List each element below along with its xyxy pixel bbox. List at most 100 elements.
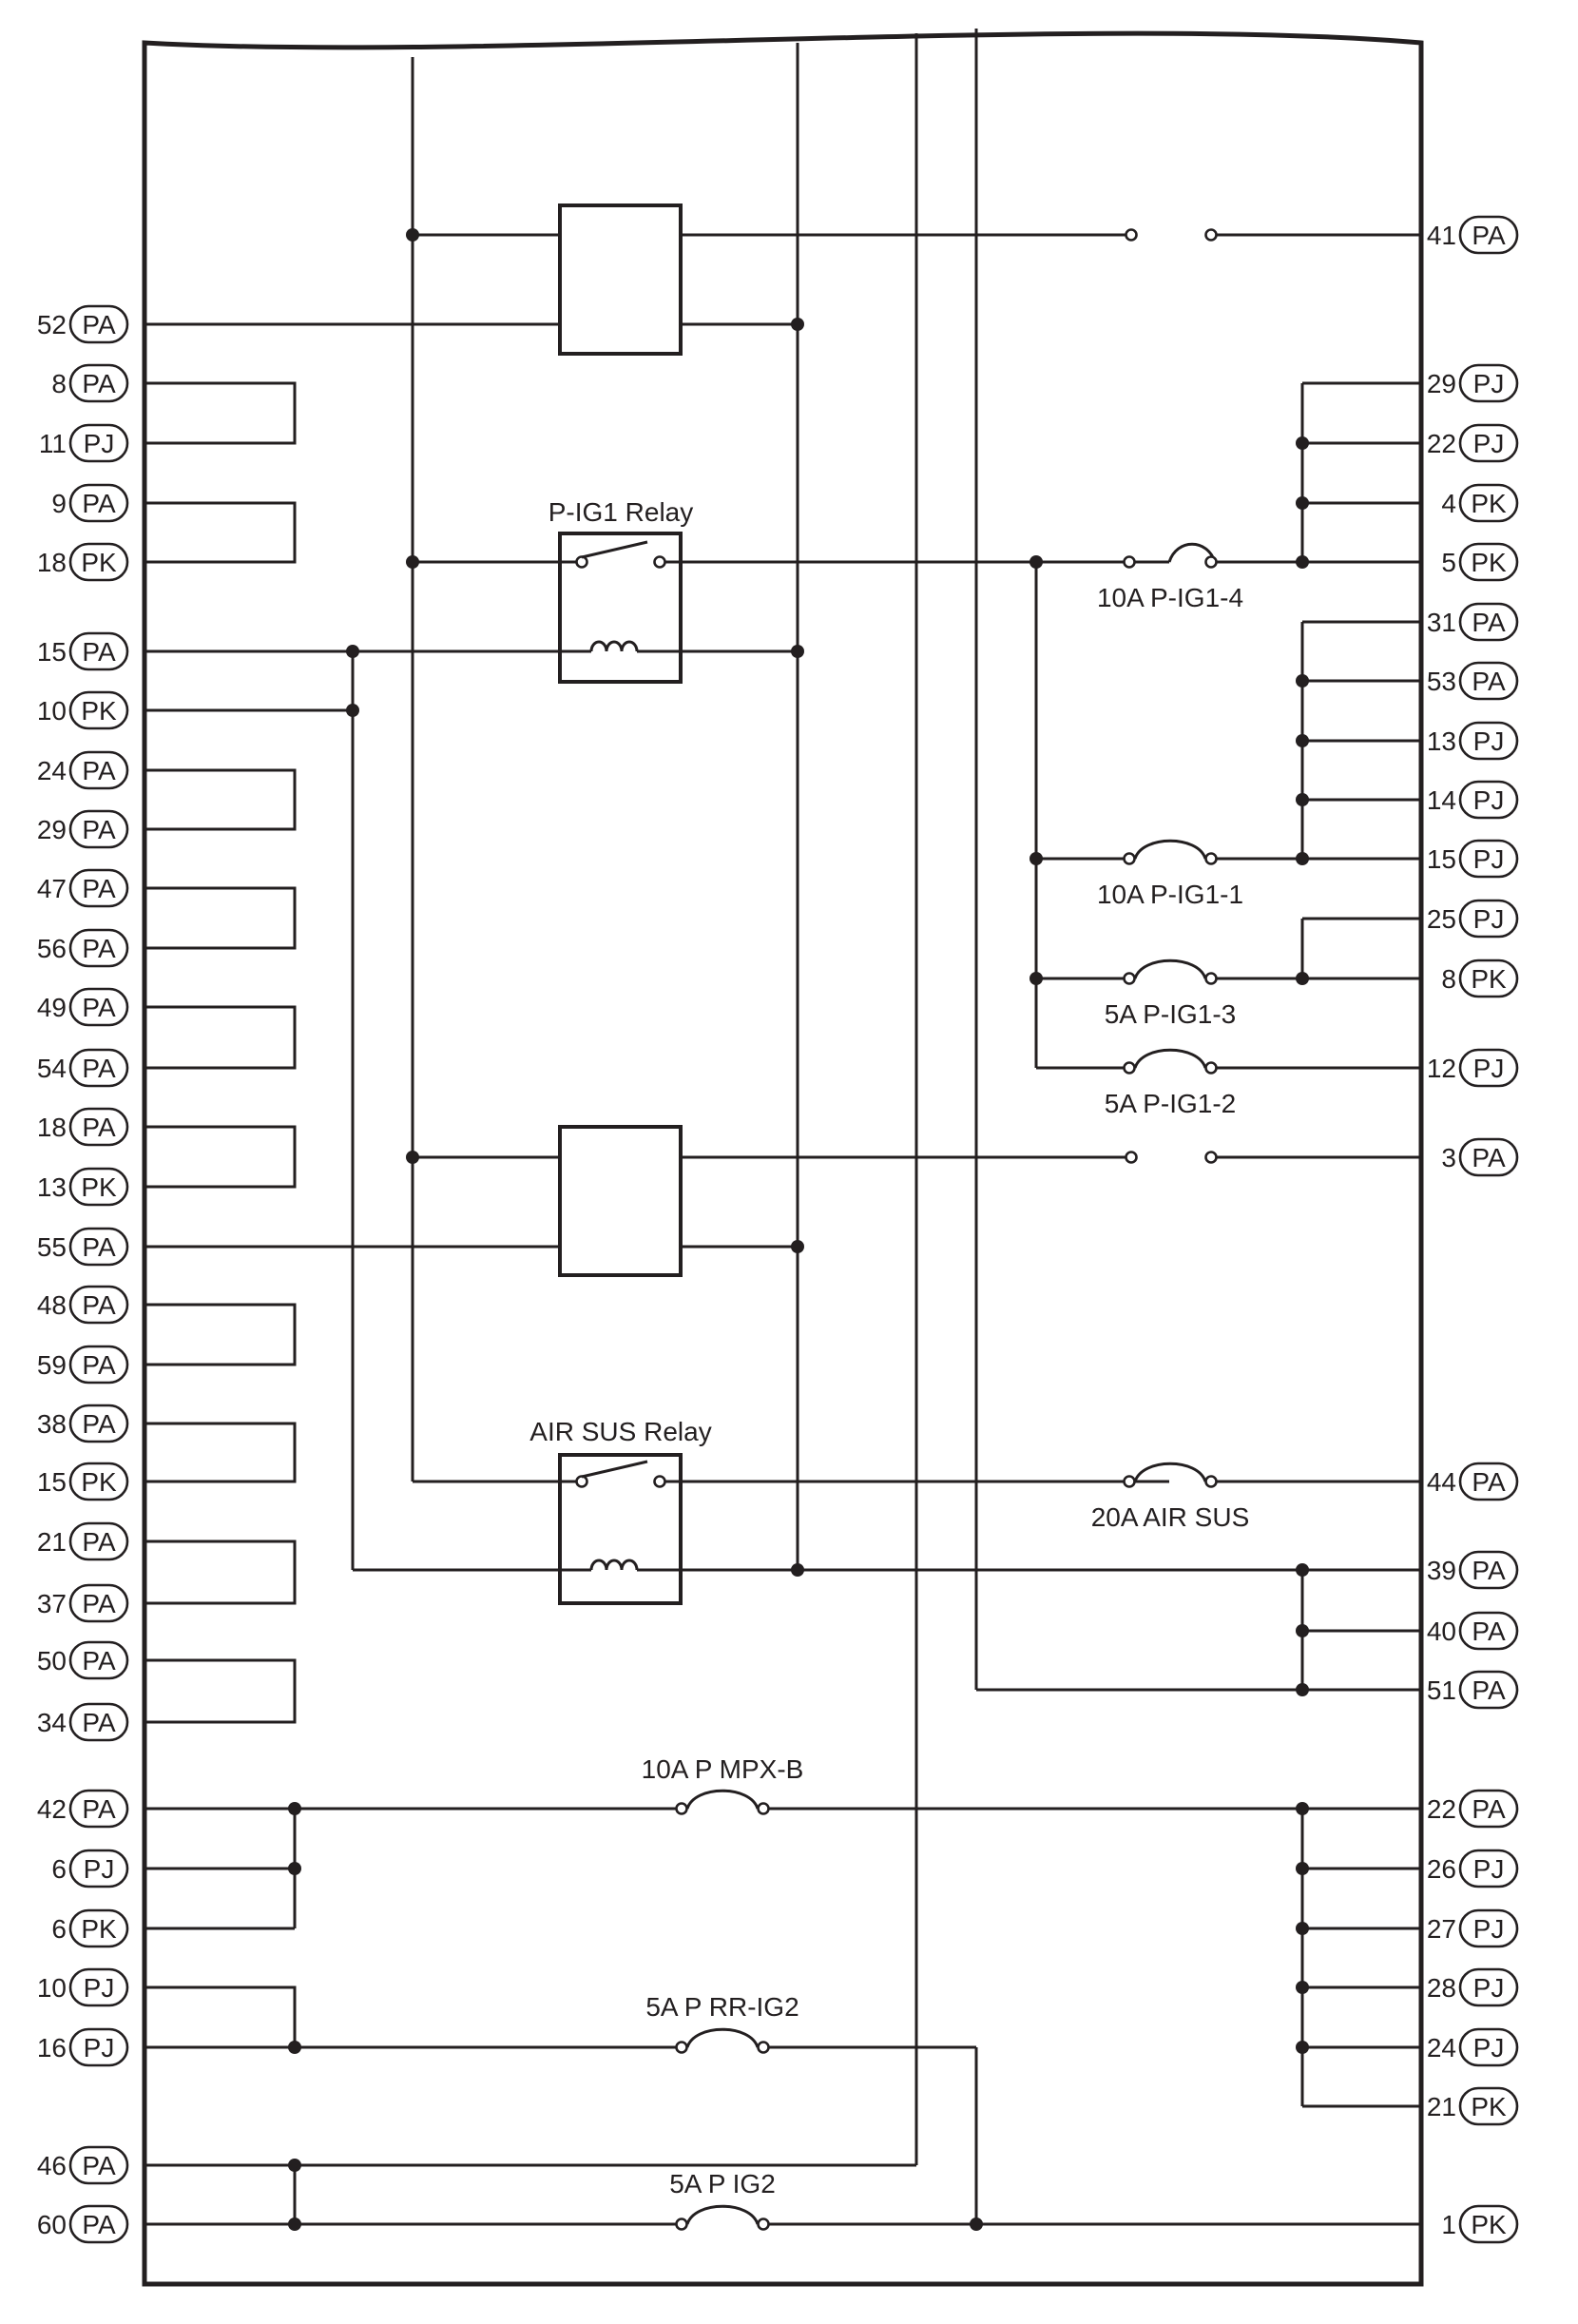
left-connector-badge xyxy=(68,1227,129,1267)
p-ig1-relay: P-IG1 Relay xyxy=(144,497,1129,684)
right-connector-badge xyxy=(1458,1462,1519,1501)
right-pin-8: 14 PJ xyxy=(1427,780,1519,820)
left-pin-number: 49 xyxy=(37,993,67,1022)
left-pin-number: 15 xyxy=(37,1467,67,1497)
left-connector-badge xyxy=(68,1462,129,1501)
right-connector-name: PJ xyxy=(1473,785,1505,815)
left-pin-number: 18 xyxy=(37,1113,67,1142)
left-connector-name: PA xyxy=(82,2210,116,2239)
left-pin-number: 42 xyxy=(37,1794,67,1824)
right-pin-10: 25 PJ xyxy=(1427,899,1519,939)
right-pin-number: 26 xyxy=(1427,1854,1456,1884)
left-connector-name: PA xyxy=(82,1113,116,1142)
left-connector-name: PJ xyxy=(84,1854,115,1884)
left-connector-badge xyxy=(68,1521,129,1561)
right-connector-badge xyxy=(1458,483,1519,523)
left-pin-number: 29 xyxy=(37,815,67,844)
right-pin-number: 28 xyxy=(1427,1973,1456,2003)
left-connector-name: PA xyxy=(82,310,116,339)
left-pin-0: 52 PA xyxy=(37,304,129,344)
right-pin-number: 1 xyxy=(1441,2210,1456,2239)
left-connector-name: PK xyxy=(81,1172,117,1202)
left-connector-name: PA xyxy=(82,1409,116,1439)
left-connector-name: PA xyxy=(82,1708,116,1737)
right-connector-name: PJ xyxy=(1473,904,1505,934)
left-pin-number: 52 xyxy=(37,310,67,339)
right-connector-name: PA xyxy=(1472,221,1506,250)
left-pin-number: 21 xyxy=(37,1527,67,1557)
left-pin-number: 60 xyxy=(37,2210,67,2239)
right-connector-name: PJ xyxy=(1473,844,1505,874)
left-connector-name: PA xyxy=(82,1646,116,1675)
left-connector-badge xyxy=(68,2027,129,2067)
right-buses: 20A AIR SUS xyxy=(976,381,1421,1692)
left-pin-number: 6 xyxy=(51,1854,67,1884)
left-connector-badge xyxy=(68,750,129,790)
right-connector-badge xyxy=(1458,721,1519,761)
right-pin-number: 39 xyxy=(1427,1556,1456,1585)
left-connector-badge xyxy=(68,928,129,968)
right-pin-number: 25 xyxy=(1427,904,1456,934)
right-pin-number: 44 xyxy=(1427,1467,1456,1497)
right-connector-name: PJ xyxy=(1473,1973,1505,2003)
right-connector-name: PA xyxy=(1472,608,1506,637)
right-connector-name: PA xyxy=(1472,1617,1506,1646)
left-pin-number: 50 xyxy=(37,1646,67,1675)
left-pin-number: 8 xyxy=(51,369,67,398)
right-pin-number: 24 xyxy=(1427,2033,1456,2063)
p-ig1-relay-label: P-IG1 Relay xyxy=(548,497,694,527)
left-connector-badge xyxy=(68,542,129,582)
right-connector-badge xyxy=(1458,2086,1519,2126)
right-connector-badge xyxy=(1458,215,1519,255)
left-connector-name: PA xyxy=(82,1350,116,1380)
left-connector-badge xyxy=(68,1640,129,1680)
right-connector-name: PA xyxy=(1472,1794,1506,1824)
left-pin-number: 6 xyxy=(51,1914,67,1944)
left-pin-22: 50 PA xyxy=(37,1640,129,1680)
right-pin-number: 53 xyxy=(1427,667,1456,696)
left-connector-badge xyxy=(68,868,129,908)
right-connector-name: PK xyxy=(1471,964,1507,994)
left-pin-number: 16 xyxy=(37,2033,67,2063)
right-connector-badge xyxy=(1458,1550,1519,1590)
right-connector-badge xyxy=(1458,1908,1519,1948)
left-connector-name: PA xyxy=(82,815,116,844)
left-pin-30: 60 PA xyxy=(37,2204,129,2244)
left-connector-badge xyxy=(68,631,129,671)
left-connector-name: PA xyxy=(82,1054,116,1083)
left-pin-8: 29 PA xyxy=(37,809,129,849)
right-pin-number: 14 xyxy=(1427,785,1456,815)
right-connector-name: PJ xyxy=(1473,726,1505,756)
right-pin-number: 29 xyxy=(1427,369,1456,398)
left-pin-number: 11 xyxy=(39,429,67,458)
right-pin-number: 13 xyxy=(1427,726,1456,756)
right-connector-badge xyxy=(1458,839,1519,879)
fuse-20a-air-sus-label: 20A AIR SUS xyxy=(1091,1502,1250,1532)
right-connector-name: PJ xyxy=(1473,1854,1505,1884)
left-connector-badge xyxy=(68,1849,129,1888)
right-connector-name: PJ xyxy=(1473,2033,1505,2063)
fuse-10a-p-ig1-1-label: 10A P-IG1-1 xyxy=(1097,880,1243,909)
left-connector-name: PA xyxy=(82,1290,116,1320)
left-connector-name: PA xyxy=(82,1589,116,1618)
left-connector-badge xyxy=(68,1107,129,1147)
left-connector-badge xyxy=(68,809,129,849)
left-pin-number: 38 xyxy=(37,1409,67,1439)
